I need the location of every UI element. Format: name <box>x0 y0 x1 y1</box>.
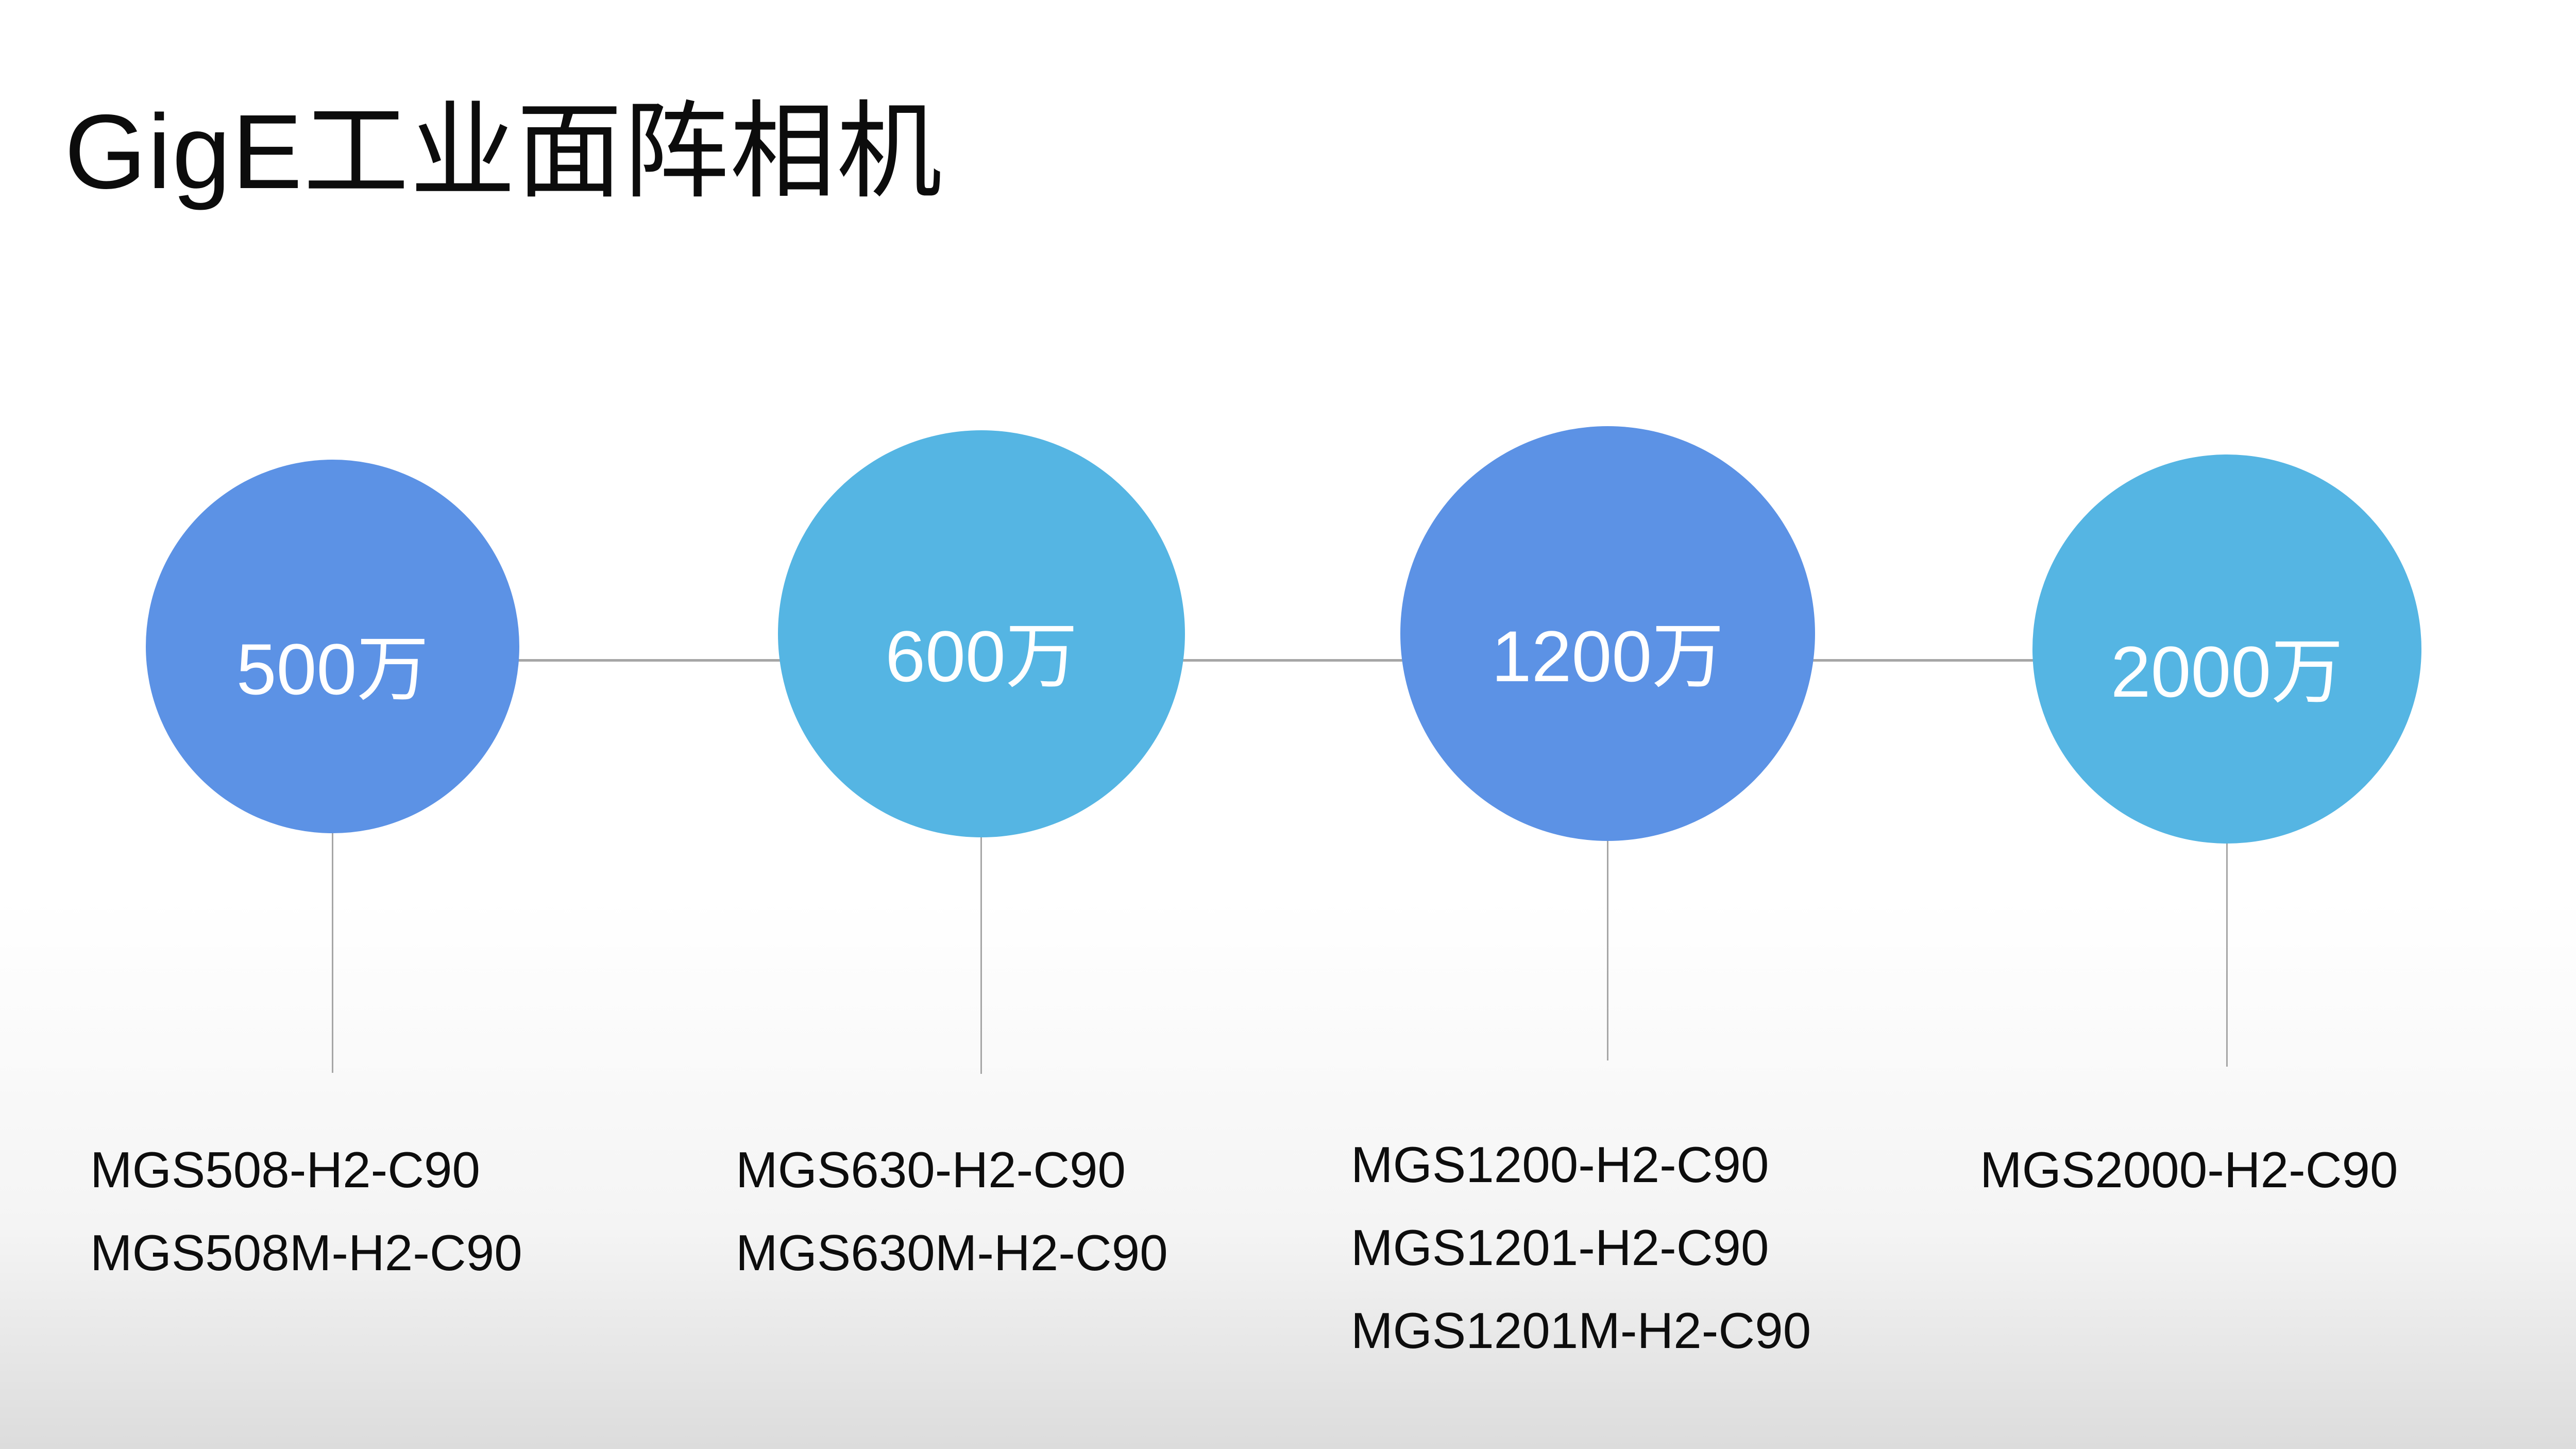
circle-label-600: 600万 <box>885 616 1078 697</box>
circle-label-2000: 2000万 <box>2110 631 2344 712</box>
model-item: MGS630M-H2-C90 <box>736 1224 1168 1281</box>
model-item: MGS508-H2-C90 <box>90 1141 481 1198</box>
model-list-600: MGS630-H2-C90 MGS630M-H2-C90 <box>736 1128 1168 1294</box>
model-item: MGS1200-H2-C90 <box>1351 1136 1769 1193</box>
model-item: MGS1201-H2-C90 <box>1351 1219 1769 1276</box>
circle-600-megapixel: 600万 <box>778 430 1185 837</box>
connector-line-horizontal-1 <box>332 659 981 662</box>
circle-label-1200: 1200万 <box>1491 615 1724 697</box>
model-list-2000: MGS2000-H2-C90 <box>1980 1128 2398 1211</box>
circle-500-megapixel: 500万 <box>146 460 519 833</box>
circle-2000-megapixel: 2000万 <box>2032 454 2421 844</box>
connector-line-vertical-1 <box>332 831 333 1073</box>
model-item: MGS630-H2-C90 <box>736 1141 1126 1198</box>
connector-line-vertical-4 <box>2226 842 2228 1067</box>
connector-line-vertical-3 <box>1607 839 1608 1060</box>
circle-1200-megapixel: 1200万 <box>1400 426 1815 841</box>
connector-line-horizontal-3 <box>1607 659 2227 662</box>
model-item: MGS508M-H2-C90 <box>90 1224 522 1281</box>
circle-label-500: 500万 <box>236 628 429 710</box>
model-item: MGS1201M-H2-C90 <box>1351 1302 1811 1359</box>
model-item: MGS2000-H2-C90 <box>1980 1141 2398 1198</box>
connector-line-vertical-2 <box>980 836 982 1074</box>
connector-line-horizontal-2 <box>981 659 1607 662</box>
model-list-1200: MGS1200-H2-C90 MGS1201-H2-C90 MGS1201M-H… <box>1351 1123 1811 1372</box>
model-list-500: MGS508-H2-C90 MGS508M-H2-C90 <box>90 1128 522 1294</box>
page-title: GigE工业面阵相机 <box>64 93 943 211</box>
